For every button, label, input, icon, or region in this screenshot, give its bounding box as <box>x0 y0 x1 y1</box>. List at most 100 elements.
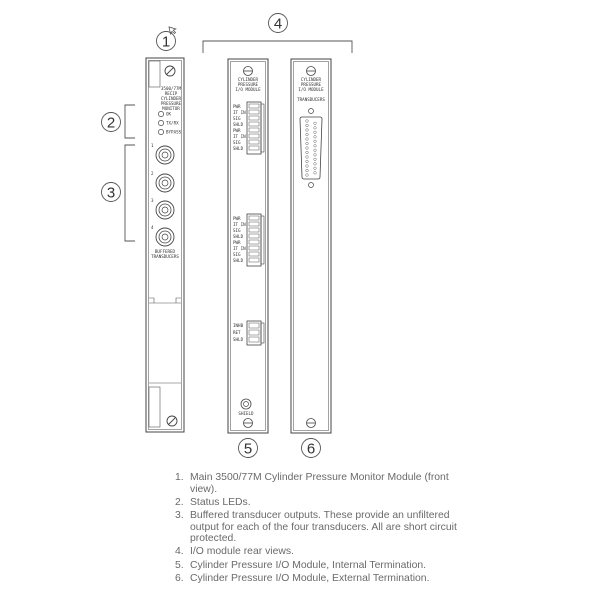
status-leds: OK TX/RX BYPASS <box>158 111 182 135</box>
dsub-pin <box>305 128 309 132</box>
bottom-screw-icon <box>306 418 316 428</box>
dsub-pin <box>305 164 309 168</box>
callout-4-number: 4 <box>274 16 282 33</box>
dsub-pin <box>305 119 309 123</box>
led-label-bypass: BYPASS <box>166 130 182 135</box>
terminal-block-c: INHB RET SHLD <box>233 320 265 346</box>
bnc-connector-1: 1 <box>151 143 175 165</box>
channel-number-1: 1 <box>151 143 154 148</box>
callout-6-number: 6 <box>307 441 315 458</box>
pin-b-2: IT IN <box>233 222 246 227</box>
pin-a-4: SHLD <box>233 122 244 127</box>
dsub-pin <box>313 126 317 130</box>
internal-io-module: CYLINDER PRESSURE I/O MODULE PWR IT IN S… <box>227 58 269 434</box>
channel-number-3: 3 <box>151 198 154 203</box>
pin-c-2: RET <box>233 330 241 335</box>
led-bypass-icon <box>158 129 164 135</box>
legend-item-5: 5. Cylinder Pressure I/O Module, Internal… <box>175 560 475 572</box>
module-label-line-3: CYLINDER <box>161 96 182 101</box>
bnc-connector-2: 2 <box>151 171 175 193</box>
bnc-connector-3: 3 <box>151 198 175 220</box>
dsub-screw-bottom-icon <box>308 182 314 188</box>
legend-item-1: 1.Main 3500/77M Cylinder Pressure Monito… <box>175 472 475 495</box>
module-diagram: 1 4 2 3 3500/77M RECIP CYLINDER PRESSURE… <box>101 13 353 458</box>
internal-title-line-3: I/O MODULE <box>235 87 261 92</box>
pin-c-1: INHB <box>233 323 244 328</box>
shield-label: SHIELD <box>238 411 254 416</box>
dsub-pin <box>313 139 317 143</box>
legend-item-3: 3.Buffered transducer outputs. These pro… <box>175 510 475 545</box>
callout-2-number: 2 <box>107 115 115 132</box>
legend-item-6: 6. Cylinder Pressure I/O Module, External… <box>175 573 475 585</box>
internal-title-line-1: CYLINDER <box>238 77 259 82</box>
led-label-txrx: TX/RX <box>166 121 179 126</box>
dsub-pin <box>313 171 317 175</box>
top-screw-icon <box>164 65 176 77</box>
dsub-pin <box>313 144 317 148</box>
callout-3-bracket <box>124 144 135 242</box>
legend-text: I/O module rear views. <box>190 546 294 558</box>
pin-a-7: SIG <box>233 140 241 145</box>
dsub-pin <box>305 137 309 141</box>
legend-text: Cylinder Pressure I/O Module, Internal T… <box>190 559 427 571</box>
bnc-connector-4: 4 <box>151 225 175 247</box>
pin-a-8: SHLD <box>233 146 244 151</box>
pin-c-3: SHLD <box>233 337 244 342</box>
channel-number-2: 2 <box>151 171 154 176</box>
module-label-line-1: 3500/77M <box>161 86 182 91</box>
pin-b-5: PWR <box>233 240 241 245</box>
external-title-line-3: I/O MODULE <box>298 87 324 92</box>
dsub-pin <box>313 130 317 134</box>
transducers-label: TRANSDUCERS <box>297 97 325 102</box>
legend-number: 5. <box>175 559 184 571</box>
terminal-block-b: PWR IT IN SIG SHLD PWR IT IN SIG SHLD <box>233 213 265 267</box>
led-txrx-icon <box>158 120 164 126</box>
pin-a-1: PWR <box>233 104 241 109</box>
pin-a-5: PWR <box>233 128 241 133</box>
dsub-pin <box>305 146 309 150</box>
pin-a-2: IT IN <box>233 110 246 115</box>
bottom-screw-icon <box>243 418 253 428</box>
channel-number-4: 4 <box>151 225 154 230</box>
pin-b-1: PWR <box>233 216 241 221</box>
dsub-pin <box>313 148 317 152</box>
pin-b-3: SIG <box>233 228 241 233</box>
module-label-line-2: RECIP <box>165 91 178 96</box>
dsub-pin <box>305 132 309 137</box>
dsub-pin <box>305 168 309 173</box>
bottom-screw-icon <box>166 415 178 427</box>
dsub-pin <box>313 135 317 139</box>
dsub-pin <box>305 173 309 177</box>
legend-list: 1.Main 3500/77M Cylinder Pressure Monito… <box>175 472 475 586</box>
dsub-connector <box>299 108 323 188</box>
top-screw-icon <box>243 66 253 76</box>
legend-item-4: 4.I/O module rear views. <box>175 546 475 558</box>
dsub-pin <box>305 141 309 146</box>
callout-2-bracket <box>124 104 135 139</box>
pin-a-6: IT IN <box>233 134 246 139</box>
legend-item-2: 2.Status LEDs. <box>175 497 475 509</box>
dsub-pin <box>313 157 317 161</box>
shield-connector-icon <box>240 398 252 410</box>
legend-number: 6. <box>175 572 184 584</box>
pin-b-4: SHLD <box>233 234 244 239</box>
external-title-line-2: PRESSURE <box>301 82 322 87</box>
callout-4: 4 <box>202 13 353 53</box>
buffered-label-line-1: BUFFERED <box>155 249 176 254</box>
callout-2: 2 <box>101 104 135 139</box>
callout-1-number: 1 <box>162 34 170 51</box>
callout-1: 1 <box>156 26 177 51</box>
internal-title-line-2: PRESSURE <box>238 82 259 87</box>
legend-text: Cylinder Pressure I/O Module, External T… <box>190 572 430 584</box>
dsub-pin <box>313 121 317 125</box>
callout-6: 6 <box>301 438 321 458</box>
dsub-pin <box>313 166 317 170</box>
dsub-pin <box>305 123 309 128</box>
legend-number: 2. <box>175 496 184 508</box>
pin-b-8: SHLD <box>233 258 244 263</box>
dsub-pin <box>313 153 317 157</box>
callout-4-bracket <box>202 40 353 53</box>
top-screw-icon <box>306 66 316 76</box>
cursor-icon <box>168 26 177 36</box>
module-label-line-5: MONITOR <box>162 106 180 111</box>
